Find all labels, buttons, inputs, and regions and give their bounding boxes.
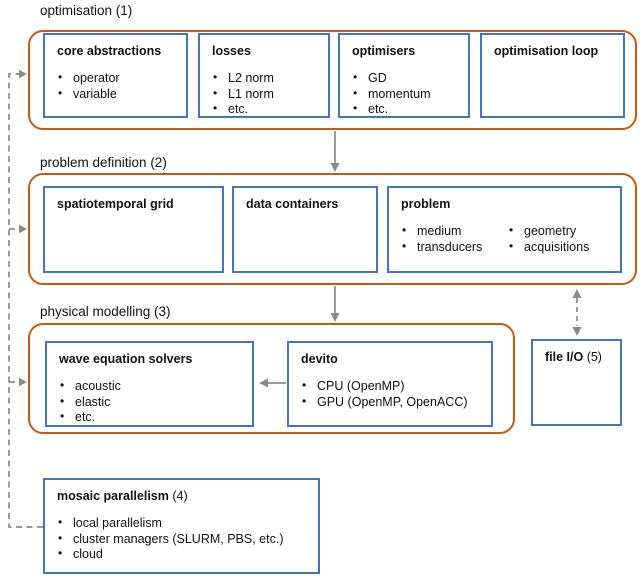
bullet-item: GD	[352, 70, 468, 87]
bullet-item: etc.	[352, 101, 468, 118]
box-optimisers: optimisers GD momentum etc.	[338, 33, 470, 118]
problem-list-col2: geometry acquisitions	[508, 223, 589, 256]
bullet-item: CPU (OpenMP)	[301, 378, 491, 395]
box-spatiotemporal-grid: spatiotemporal grid	[43, 186, 224, 273]
box-losses: losses L2 norm L1 norm etc.	[198, 33, 330, 118]
group-optimisation	[28, 30, 637, 130]
bullet-item: etc.	[59, 409, 252, 426]
problem-list-col1: medium transducers	[389, 223, 508, 256]
bullet-item: local parallelism	[57, 515, 318, 532]
box-title-wave-equation-solvers: wave equation solvers	[59, 352, 193, 366]
bullet-item: L1 norm	[212, 86, 328, 103]
arrowhead-left-to-solvers	[259, 378, 268, 388]
box-optimisation-loop: optimisation loop	[480, 33, 625, 118]
mosaic-title-text: mosaic parallelism	[57, 489, 169, 503]
group-label-physical-modelling: physical modelling (3)	[40, 304, 171, 319]
devito-list: CPU (OpenMP) GPU (OpenMP, OpenACC)	[289, 378, 491, 411]
arrowhead-right-to-problem	[19, 224, 27, 234]
feedback-dashed-main-line	[8, 73, 43, 528]
bullet-item: geometry	[508, 223, 589, 240]
box-core-abstractions: core abstractions operator variable	[43, 33, 188, 118]
bullet-item: momentum	[352, 86, 468, 103]
bullet-item: acoustic	[59, 378, 252, 395]
arrowhead-down-to-physical	[330, 313, 340, 322]
box-devito: devito CPU (OpenMP) GPU (OpenMP, OpenACC…	[287, 341, 493, 427]
file-io-title-suffix: (5)	[586, 350, 602, 364]
arrowhead-right-to-optimisation	[19, 69, 27, 79]
arrowhead-right-to-physical	[19, 377, 27, 387]
box-wave-equation-solvers: wave equation solvers acoustic elastic e…	[45, 341, 254, 427]
optimisers-list: GD momentum etc.	[340, 70, 468, 118]
box-title-problem: problem	[401, 197, 451, 211]
core-abstractions-list: operator variable	[45, 70, 186, 103]
box-title-spatiotemporal-grid: spatiotemporal grid	[57, 197, 174, 211]
box-title-devito: devito	[301, 352, 338, 366]
bullet-item: elastic	[59, 394, 252, 411]
problem-bullet-columns: medium transducers geometry acquisitions	[389, 212, 620, 255]
group-label-optimisation: optimisation (1)	[40, 3, 133, 18]
box-data-containers: data containers	[232, 186, 378, 273]
box-file-io: file I/O (5)	[531, 339, 622, 426]
bullet-item: GPU (OpenMP, OpenACC)	[301, 394, 491, 411]
box-title-optimisation-loop: optimisation loop	[494, 44, 599, 58]
bullet-item: cluster managers (SLURM, PBS, etc.)	[57, 531, 318, 548]
arrowhead-down-to-fileio	[572, 327, 582, 336]
box-title-optimisers: optimisers	[352, 44, 416, 58]
box-title-mosaic-parallelism: mosaic parallelism (4)	[57, 489, 306, 504]
box-title-data-containers: data containers	[246, 197, 339, 211]
group-problem-definition	[28, 173, 637, 285]
bullet-item: L2 norm	[212, 70, 328, 87]
box-title-file-io: file I/O (5)	[545, 350, 608, 365]
mosaic-title-suffix: (4)	[172, 489, 188, 503]
losses-list: L2 norm L1 norm etc.	[200, 70, 328, 118]
wave-equation-solvers-list: acoustic elastic etc.	[47, 378, 252, 426]
arrowhead-down-to-problem	[330, 163, 340, 172]
bullet-item: variable	[57, 86, 186, 103]
arrowhead-up-to-problem-group	[572, 289, 582, 298]
bullet-item: transducers	[401, 239, 508, 256]
bullet-item: operator	[57, 70, 186, 87]
file-io-title-text: file I/O	[545, 350, 584, 364]
mosaic-parallelism-list: local parallelism cluster managers (SLUR…	[45, 515, 318, 563]
box-title-core-abstractions: core abstractions	[57, 44, 162, 58]
bullet-item: acquisitions	[508, 239, 589, 256]
group-physical-modelling	[28, 323, 515, 434]
bullet-item: medium	[401, 223, 508, 240]
group-label-problem-definition: problem definition (2)	[40, 155, 167, 170]
box-title-losses: losses	[212, 44, 251, 58]
box-mosaic-parallelism: mosaic parallelism (4) local parallelism…	[43, 478, 320, 574]
bullet-item: etc.	[212, 101, 328, 118]
bullet-item: cloud	[57, 546, 318, 563]
box-problem: problem medium transducers geometry acqu…	[387, 186, 622, 273]
